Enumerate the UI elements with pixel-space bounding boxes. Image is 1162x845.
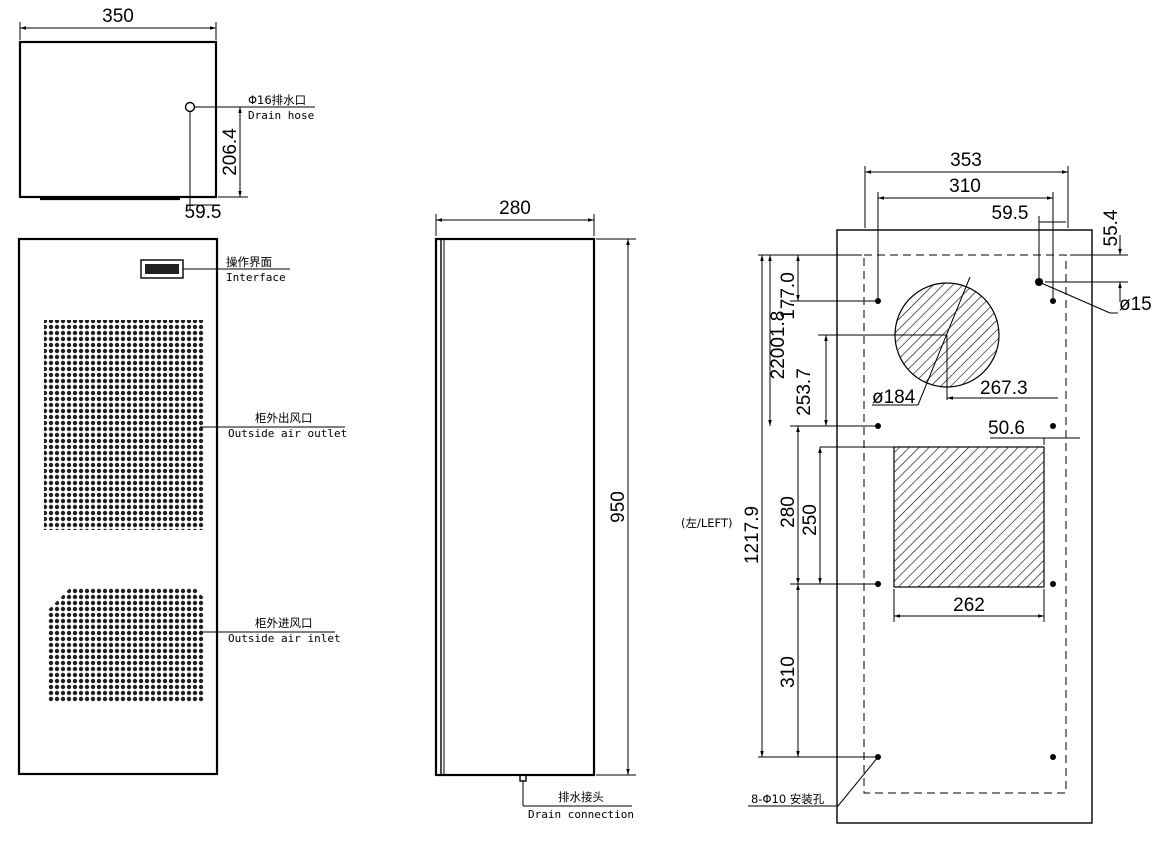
cutout-outer-panel [836, 229, 1093, 824]
drain-offset-dim: 59.5 [185, 202, 222, 223]
dim-12179: 1217.9 [742, 506, 763, 564]
drain-hose-label-cn: Φ16排水口 [248, 93, 306, 107]
hole-span-dim: 310 [949, 176, 981, 197]
drain-height-dim: 206.4 [220, 128, 241, 176]
left-label: (左/LEFT) [681, 516, 732, 530]
top-view-outline [18, 40, 218, 199]
outlet-label-cn: 柜外出风口 [255, 411, 313, 425]
dim-22001: 22001.8 [768, 311, 789, 380]
drain-hose-icon [184, 101, 196, 113]
drain-conn-label-cn: 排水接头 [558, 790, 604, 804]
outlet-label-en: Outside air outlet [228, 427, 347, 440]
drain-hose-label-en: Drain hose [248, 109, 314, 122]
drain-y-dim: 55.4 [1101, 209, 1122, 246]
front-view: 操作界面 Interface 柜外出风口 Outside air outlet … [17, 237, 347, 776]
side-depth-dim: 280 [499, 198, 531, 219]
overall-width-dim: 353 [950, 150, 982, 171]
dim-280: 280 [778, 496, 799, 528]
top-view: 350 Φ16排水口 Drain hose 206.4 59.5 [18, 6, 315, 223]
cutout-view: 353 310 59.5 55.4 ø15 177.0 22001.8 253.… [681, 150, 1152, 824]
inlet-label-cn: 柜外进风口 [255, 616, 313, 630]
side-view-outline [434, 237, 596, 777]
front-view-outline [17, 237, 219, 776]
air-inlet-grille [48, 588, 204, 702]
circle-dia-dim: ø184 [872, 387, 916, 408]
rect-cutout [893, 446, 1045, 588]
side-height-dim: 950 [608, 491, 629, 523]
dim-310-vertical: 310 [778, 656, 799, 688]
interface-label-en: Interface [226, 271, 286, 284]
drain-conn-label-en: Drain connection [528, 808, 634, 821]
dim-250: 250 [800, 504, 821, 536]
dim-2537: 253.7 [794, 368, 815, 416]
cutout-dashed-outline [863, 254, 1067, 794]
mount-holes [875, 298, 1056, 760]
interface-label-cn: 操作界面 [226, 255, 272, 269]
air-outlet-grille [44, 320, 204, 530]
dim-177: 177.0 [778, 272, 799, 320]
inlet-label-en: Outside air inlet [228, 632, 341, 645]
mount-holes-label: 8-Φ10 安装孔 [751, 792, 825, 806]
top-width-dim: 350 [102, 6, 134, 27]
side-view: 280 950 排水接头 Drain connection [434, 198, 636, 821]
dim-262: 262 [953, 595, 985, 616]
drain-x-dim: 59.5 [992, 203, 1029, 224]
drain-dia-dim: ø15 [1119, 294, 1152, 315]
dim-2673: 267.3 [980, 378, 1028, 399]
dim-506: 50.6 [988, 418, 1025, 439]
